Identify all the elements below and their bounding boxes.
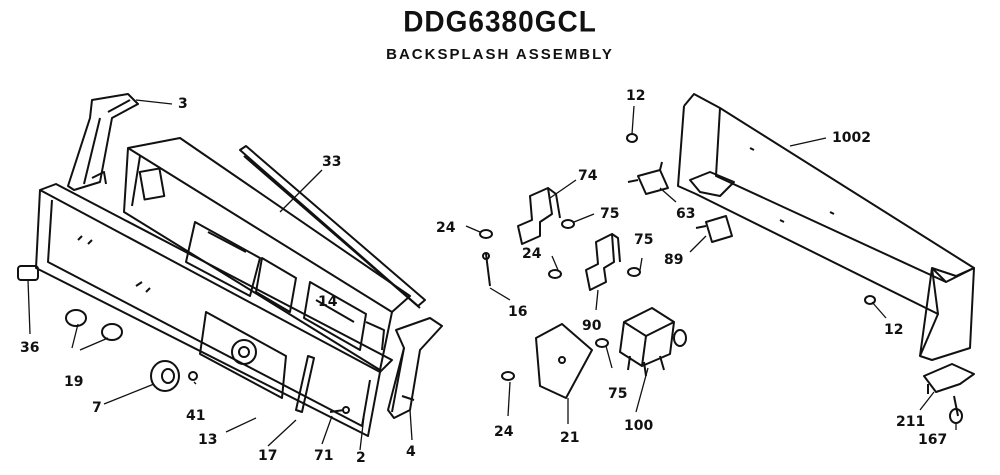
- callout-12-right: 12: [884, 322, 903, 338]
- callout-89: 89: [664, 252, 683, 268]
- callout-7: 7: [92, 400, 102, 416]
- part-3-left-end-cap: [67, 93, 139, 191]
- callout-17: 17: [258, 448, 277, 464]
- leader-lines: [27, 99, 957, 451]
- callout-2: 2: [356, 450, 366, 466]
- part-19-knobs: [65, 309, 123, 341]
- callout-24-mid: 24: [522, 246, 542, 262]
- part-13-console-panel: [35, 183, 393, 437]
- callout-3: 3: [178, 96, 188, 112]
- callout-13: 13: [198, 432, 217, 448]
- callout-71: 71: [314, 448, 333, 464]
- part-41-spring: [188, 371, 198, 381]
- part-100-timer: [619, 307, 687, 377]
- callout-24-top: 24: [436, 220, 456, 236]
- part-17-light: [295, 355, 315, 413]
- callouts: 3 33 36 19 7 41 13 17 71 2 4 14 16 24 24…: [20, 88, 947, 466]
- callout-4: 4: [406, 444, 416, 460]
- part-71-screw: [329, 406, 350, 414]
- screws: [479, 133, 876, 381]
- diagram-title: DDG6380GCL: [403, 5, 597, 38]
- callout-21: 21: [560, 430, 579, 446]
- callout-12-top: 12: [626, 88, 645, 104]
- part-90-bracket: [585, 233, 621, 291]
- callout-14: 14: [318, 294, 338, 310]
- part-167-foot: [949, 395, 963, 424]
- callout-1002: 1002: [832, 130, 871, 146]
- part-89-switch: [695, 215, 733, 243]
- callout-100: 100: [624, 418, 653, 434]
- part-74-bracket: [517, 187, 561, 245]
- callout-36: 36: [20, 340, 39, 356]
- part-211-bracket: [923, 363, 975, 394]
- callout-211: 211: [896, 414, 925, 430]
- callout-75-mid: 75: [634, 232, 653, 248]
- callout-63: 63: [676, 206, 695, 222]
- part-21-plate: [535, 323, 593, 399]
- callout-74: 74: [578, 168, 598, 184]
- part-16-pin: [482, 252, 491, 287]
- callout-33: 33: [322, 154, 341, 170]
- callout-16: 16: [508, 304, 527, 320]
- part-1002-rear-housing: [677, 93, 975, 361]
- callout-24-bottom: 24: [494, 424, 514, 440]
- callout-90: 90: [582, 318, 602, 334]
- part-7-dial-knob: [150, 360, 180, 392]
- callout-75-top: 75: [600, 206, 619, 222]
- callout-19: 19: [64, 374, 83, 390]
- part-4-right-end-cap: [387, 317, 443, 419]
- callout-75-bottom: 75: [608, 386, 627, 402]
- part-36-clip: [17, 265, 39, 281]
- part-33-rod: [239, 145, 426, 309]
- part-63-switch: [627, 161, 669, 195]
- callout-41: 41: [186, 408, 205, 424]
- callout-167: 167: [918, 432, 947, 448]
- backsplash-body: [123, 137, 411, 371]
- diagram-subtitle: BACKSPLASH ASSEMBLY: [386, 46, 614, 63]
